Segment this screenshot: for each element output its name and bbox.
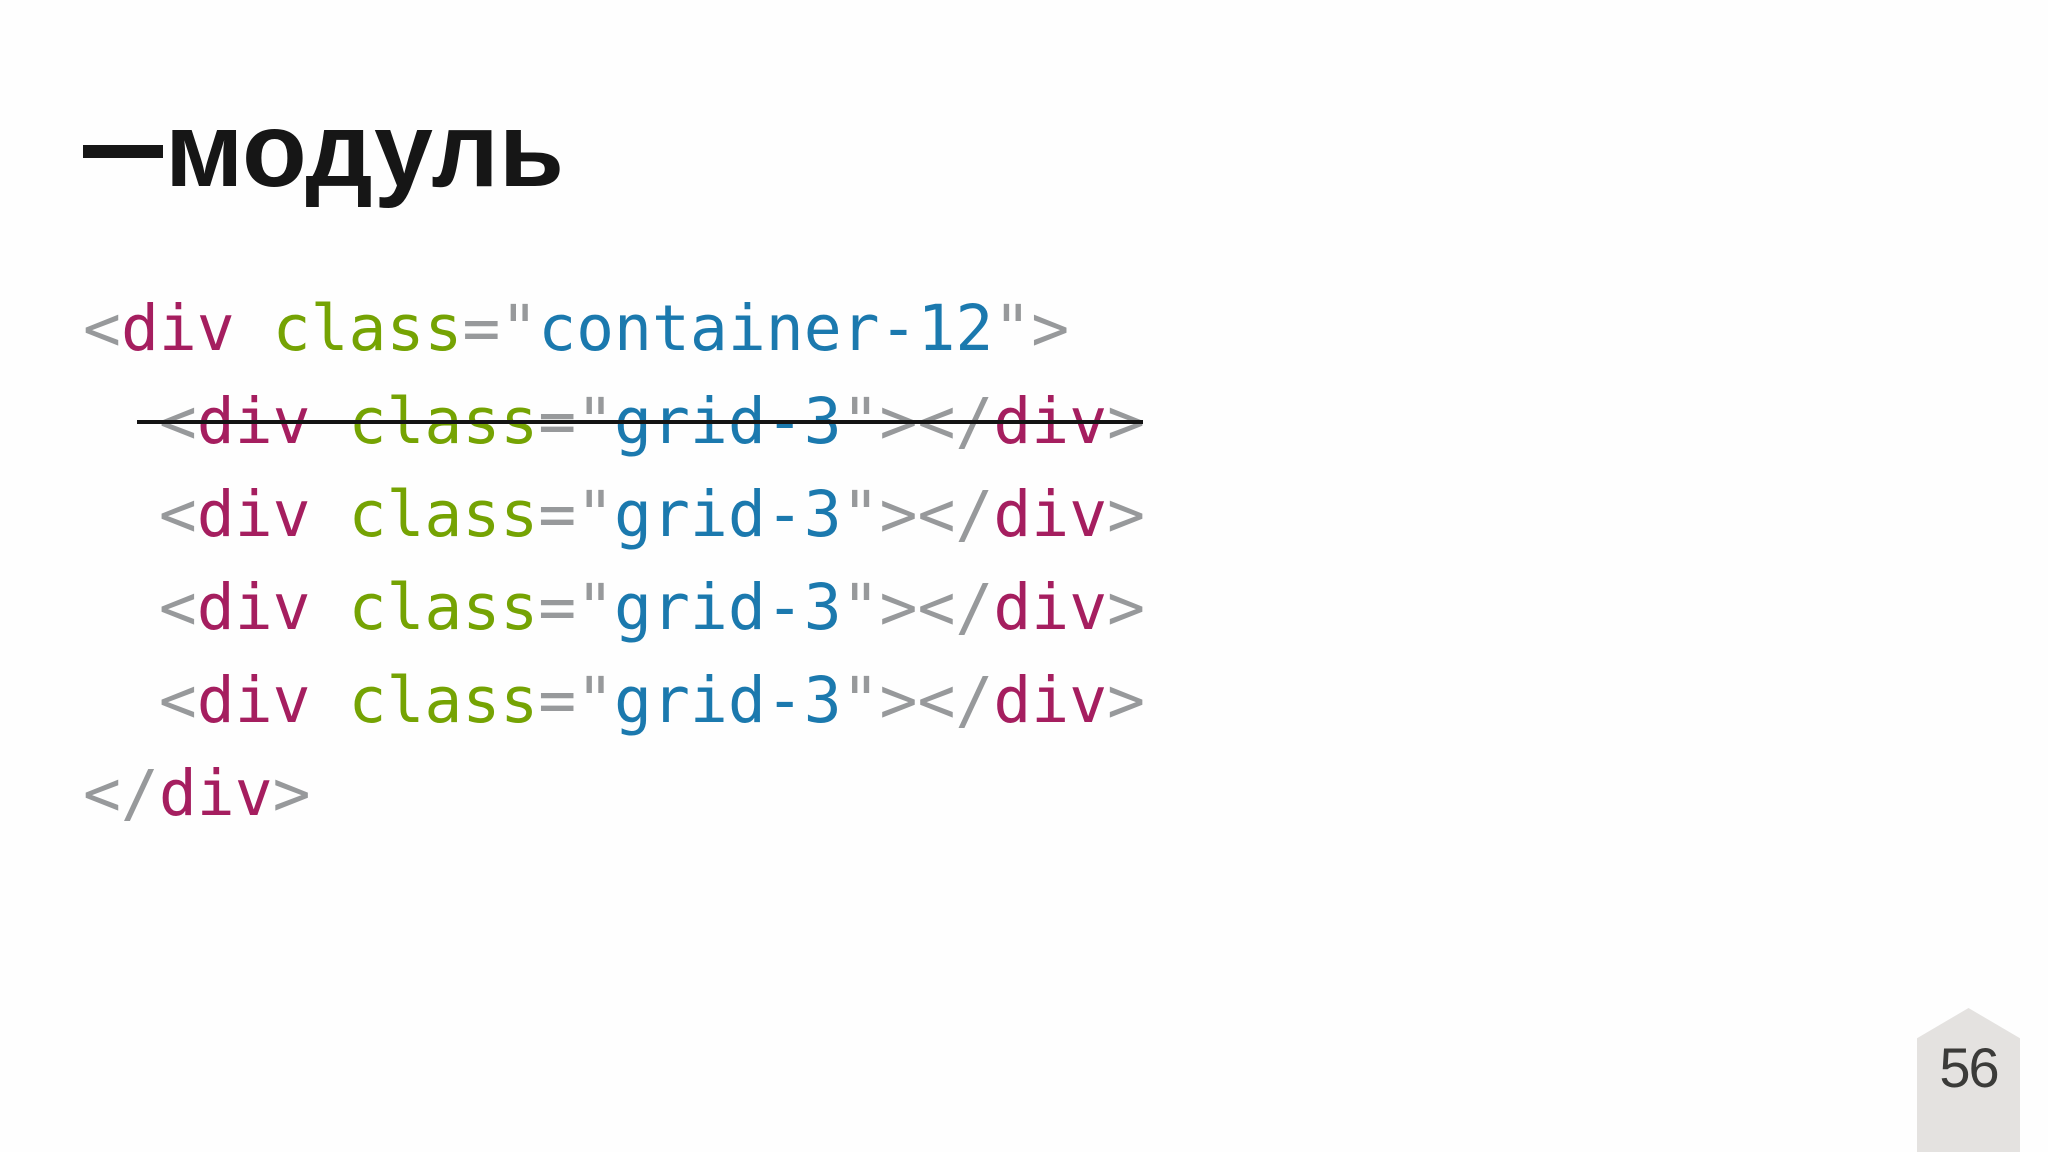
code-token-punctuation: >	[1107, 664, 1146, 737]
code-token-tag: div	[993, 385, 1108, 458]
code-token-tag: div	[196, 478, 311, 551]
code-token-punctuation	[311, 385, 349, 458]
code-token-punctuation	[311, 478, 349, 551]
code-token-value: grid-3	[614, 664, 842, 737]
code-line-3: <div class="grid-3"></div>	[83, 468, 1145, 561]
code-token-punctuation: "></	[841, 664, 994, 737]
page-number-badge: 56	[1917, 1008, 2020, 1152]
code-token-tag: div	[196, 664, 311, 737]
code-token-punctuation: >	[272, 757, 311, 830]
code-token-punctuation: ="	[538, 664, 615, 737]
code-line-6: </div>	[83, 747, 1145, 840]
code-token-tag: div	[196, 385, 311, 458]
code-block: <div class="container-12"> <div class="g…	[83, 282, 1145, 840]
code-token-punctuation: </	[83, 757, 159, 830]
code-token-punctuation: "></	[841, 385, 994, 458]
code-token-value: grid-3	[614, 571, 842, 644]
code-token-tag: div	[158, 757, 273, 830]
code-line-2: <div class="grid-3"></div>	[83, 375, 1145, 468]
code-token-punctuation: ="	[538, 571, 615, 644]
code-token-punctuation	[311, 664, 349, 737]
code-token-punctuation: ="	[538, 385, 615, 458]
code-token-punctuation: >	[1107, 571, 1146, 644]
code-token-punctuation	[311, 571, 349, 644]
code-token-attribute: class	[348, 664, 539, 737]
code-token-attribute: class	[348, 478, 539, 551]
code-token-punctuation: "></	[841, 571, 994, 644]
page-number: 56	[1939, 1035, 1999, 1099]
code-token-attribute: class	[272, 292, 463, 365]
code-token-tag: div	[993, 478, 1108, 551]
code-token-punctuation: ="	[462, 292, 539, 365]
code-token-value: container-12	[538, 292, 994, 365]
code-token-value: grid-3	[614, 385, 842, 458]
code-token-punctuation: <	[83, 385, 197, 458]
code-token-attribute: class	[348, 571, 539, 644]
code-line-1: <div class="container-12">	[83, 282, 1145, 375]
code-token-tag: div	[993, 664, 1108, 737]
slide-title: модуль	[165, 91, 565, 209]
code-token-value: grid-3	[614, 478, 842, 551]
title-dash	[83, 145, 163, 158]
code-token-attribute: class	[348, 385, 539, 458]
code-token-punctuation: <	[83, 292, 121, 365]
code-token-tag: div	[120, 292, 235, 365]
code-token-punctuation	[235, 292, 273, 365]
code-token-punctuation: >	[1107, 385, 1146, 458]
code-token-punctuation: ">	[993, 292, 1070, 365]
code-token-punctuation: <	[83, 571, 197, 644]
code-line-5: <div class="grid-3"></div>	[83, 654, 1145, 747]
code-token-tag: div	[196, 571, 311, 644]
code-token-punctuation: "></	[841, 478, 994, 551]
code-token-punctuation: <	[83, 664, 197, 737]
code-token-tag: div	[993, 571, 1108, 644]
code-line-4: <div class="grid-3"></div>	[83, 561, 1145, 654]
code-token-punctuation: ="	[538, 478, 615, 551]
code-token-punctuation: <	[83, 478, 197, 551]
code-token-punctuation: >	[1107, 478, 1146, 551]
